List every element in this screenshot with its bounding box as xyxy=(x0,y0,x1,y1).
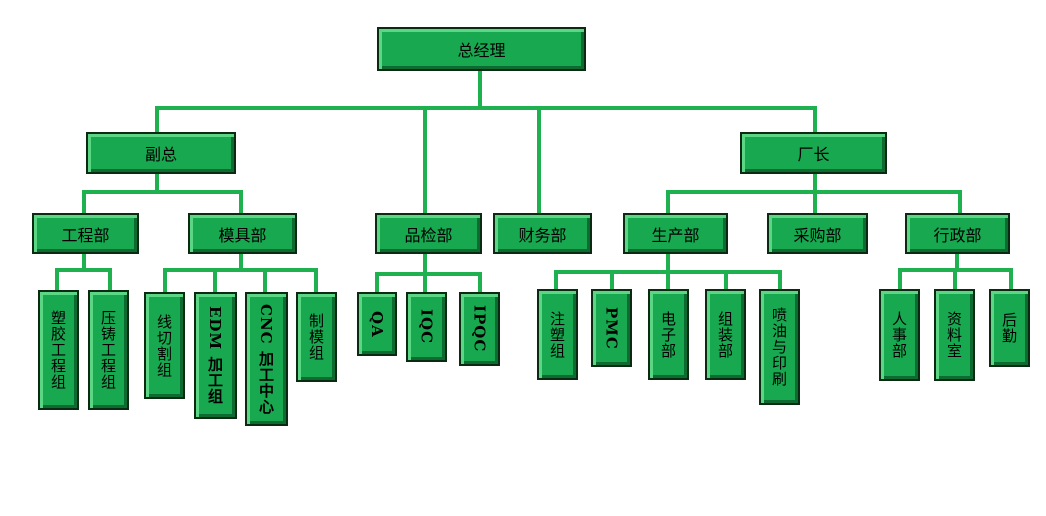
node-admin-dept: 行政部 xyxy=(905,213,1010,254)
node-plastic-engineering: 塑胶工程组 xyxy=(38,290,79,410)
node-logistics: 后勤 xyxy=(989,289,1030,367)
node-records-room: 资料室 xyxy=(934,289,975,381)
node-production-dept: 生产部 xyxy=(623,213,728,254)
node-iqc: IQC xyxy=(406,292,447,362)
node-qa: QA xyxy=(357,292,397,356)
node-wire-cut-group: 线切割组 xyxy=(144,292,185,399)
node-purchasing-dept: 采购部 xyxy=(767,213,868,254)
node-hr-dept: 人事部 xyxy=(879,289,920,381)
node-engineering-dept: 工程部 xyxy=(32,213,139,254)
node-ipqc: IPQC xyxy=(459,292,500,366)
node-vice-general-manager: 副总 xyxy=(86,132,236,174)
node-injection-group: 注塑组 xyxy=(537,289,578,380)
node-general-manager: 总经理 xyxy=(377,27,586,71)
node-electronics-dept: 电子部 xyxy=(648,289,689,380)
node-edm-group: EDM 加工组 xyxy=(194,292,237,419)
node-painting-printing: 喷油与印刷 xyxy=(759,289,800,405)
node-mold-making-group: 制模组 xyxy=(296,292,337,382)
node-plant-manager: 厂长 xyxy=(740,132,887,174)
node-pmc: PMC xyxy=(591,289,632,367)
node-assembly-dept: 组装部 xyxy=(705,289,746,380)
node-finance-dept: 财务部 xyxy=(493,213,592,254)
node-quality-dept: 品检部 xyxy=(375,213,482,254)
node-mold-dept: 模具部 xyxy=(188,213,297,254)
node-cnc-center: CNC 加工中心 xyxy=(245,292,288,426)
node-diecast-engineering: 压铸工程组 xyxy=(88,290,129,410)
